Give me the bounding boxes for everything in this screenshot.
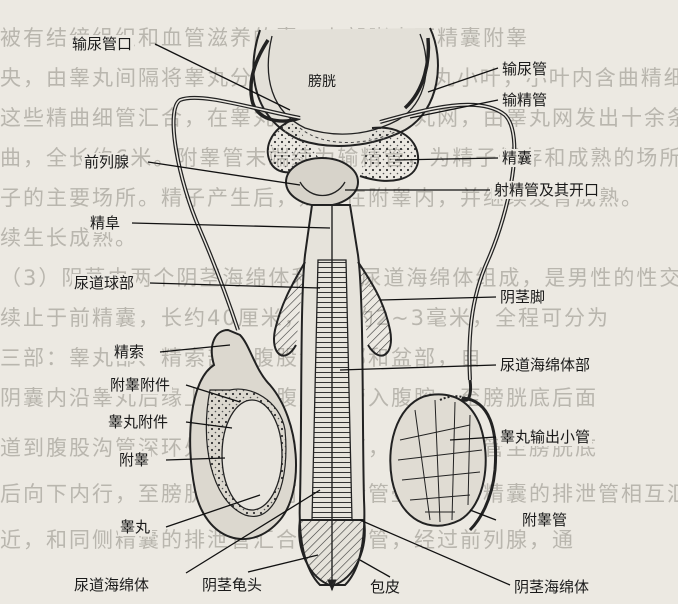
label-epididymis: 附睾 [117,451,151,469]
label-corpus-cavernosum: 阴茎海绵体 [512,578,591,596]
label-verumontanum: 精阜 [88,214,122,232]
label-vas-deferens: 输精管 [500,91,549,109]
label-ejaculatory-duct: 射精管及其开口 [492,181,601,199]
label-spermatic-cord: 精索 [112,343,146,361]
crus-left [274,262,305,356]
label-testis: 睾丸 [118,518,152,536]
left-testis-group [190,330,296,539]
prostate-shape [286,158,358,206]
label-prepuce: 包皮 [368,578,402,596]
glans [299,520,365,586]
label-urethral-bulb: 尿道球部 [72,274,136,292]
label-efferent-ductules: 睾丸输出小管 [498,428,592,446]
label-bladder: 膀胱 [306,73,338,91]
label-penile-crus: 阴茎脚 [498,288,547,306]
label-epididymal-duct: 附睾管 [520,511,569,529]
right-testis-group [390,380,495,530]
label-appendix-epididymis: 附睾附件 [108,376,172,394]
label-ureter: 输尿管 [500,60,549,78]
label-appendix-testis: 睾丸附件 [106,413,170,431]
label-ureter-orifice: 输尿管口 [70,35,134,53]
label-prostate: 前列腺 [82,153,131,171]
label-spongy-urethra: 尿道海绵体部 [498,356,592,374]
label-glans-penis: 阴茎龟头 [200,576,264,594]
label-corpus-spongiosum: 尿道海绵体 [72,576,151,594]
label-seminal-vesicle: 精囊 [500,149,534,167]
